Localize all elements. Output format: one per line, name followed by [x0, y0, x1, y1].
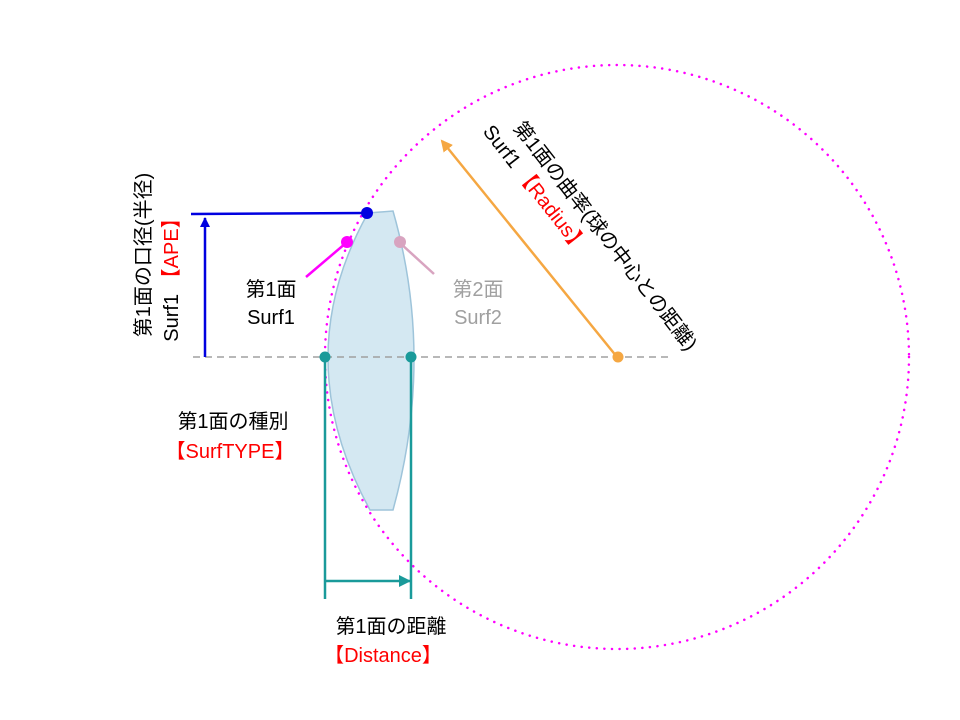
aperture-label-key: 【APE】 [161, 208, 183, 288]
surf1-label-line2: Surf1 [247, 307, 295, 329]
surf1-vertex-point [319, 351, 331, 363]
curvature-sphere-circle [323, 63, 911, 651]
distance-label-line1: 第1面の距離 [335, 615, 446, 638]
surf2-label-line1: 第2面 [452, 278, 503, 301]
surftype-label-line2: 【SurfTYPE】 [166, 441, 295, 463]
surf1-label-line1: 第1面 [245, 278, 296, 301]
distance-label-line2: 【Distance】 [324, 645, 442, 667]
surf1-pointer-line [305, 242, 347, 278]
aperture-edge-point [361, 207, 373, 219]
lens-body [327, 210, 415, 511]
aperture-top-line [190, 211, 368, 216]
surftype-label-line1: 第1面の種別 [177, 410, 288, 433]
surf1-pointer-dot [341, 236, 353, 248]
aperture-label-prefix: Surf1 [161, 294, 183, 342]
surf2-label-line2: Surf2 [454, 307, 502, 329]
sphere-center-point [612, 351, 624, 363]
radius-label-line1: 第1面の曲率(球の中心との距離) [509, 117, 702, 355]
aperture-label-line2: Surf1 【APE】 [161, 208, 183, 341]
aperture-label-line1: 第1面の口径(半径) [132, 173, 155, 337]
surf2-pointer-line [399, 242, 435, 275]
radius-arrow [440, 139, 618, 358]
surf2-pointer-dot [394, 236, 406, 248]
surf2-vertex-point [405, 351, 417, 363]
